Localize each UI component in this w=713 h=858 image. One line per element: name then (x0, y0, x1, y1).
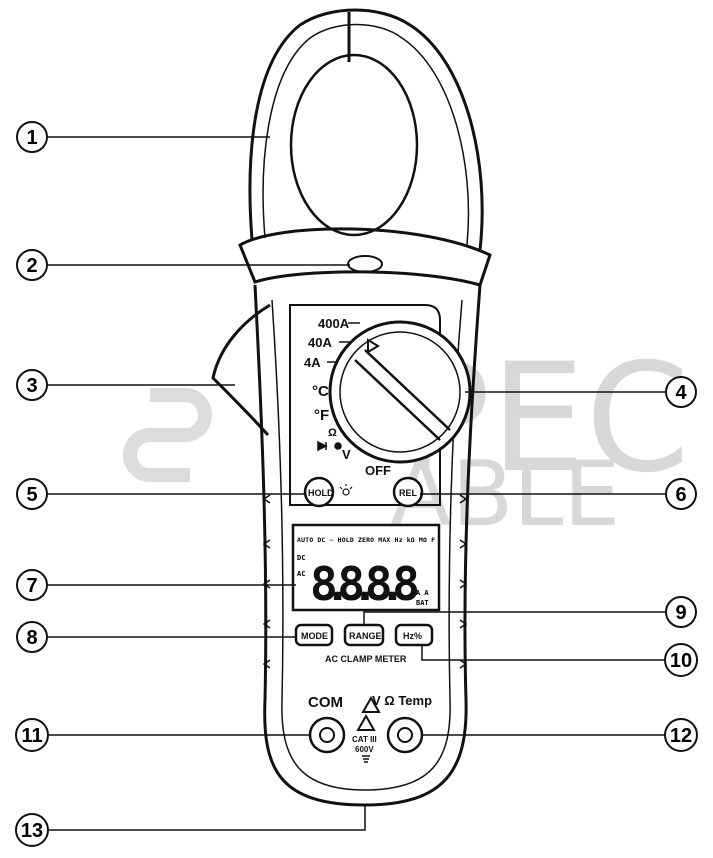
callout-12: 12 (664, 718, 698, 752)
range-400a: 400A (318, 316, 350, 331)
range-celsius: °C (312, 383, 329, 400)
range-4a: 4A (304, 355, 321, 370)
svg-text:5: 5 (26, 484, 37, 506)
com-label: COM (308, 694, 343, 711)
svg-text:11: 11 (21, 725, 42, 747)
callout-3: 3 (16, 369, 48, 401)
hz-label: Hz% (403, 631, 422, 641)
svg-text:1: 1 (26, 127, 37, 149)
svg-text:6: 6 (675, 484, 686, 506)
dc-symbol-icon (327, 322, 360, 363)
mode-button[interactable]: MODE (294, 623, 334, 647)
lcd-annunciators: AUTO DC ~ HOLD ZERO MAX Hz kΩ MΩ F (297, 536, 435, 544)
callout-1: 1 (16, 121, 48, 153)
input-label: V Ω Temp (372, 693, 432, 708)
cat-rating: CAT III (352, 735, 377, 744)
dial-labels: 400A 40A 4A °C °F Ω V OFF (304, 316, 391, 478)
lcd-bat: BAT (416, 599, 429, 607)
callout-13: 13 (15, 813, 49, 847)
rel-button[interactable]: REL (392, 476, 424, 508)
callout-6: 6 (665, 478, 697, 510)
svg-text:13: 13 (21, 820, 43, 842)
callout-7: 7 (16, 569, 48, 601)
callout-markers: 1 2 3 4 5 6 7 8 (15, 121, 698, 847)
svg-text:4: 4 (675, 382, 687, 404)
svg-text:9: 9 (675, 602, 686, 624)
range-fahrenheit: °F (314, 407, 329, 424)
warning-icon (356, 695, 381, 731)
callout-9: 9 (665, 596, 697, 628)
range-label: RANGE (349, 631, 382, 641)
backlight-icon (339, 484, 353, 496)
meter-label: AC CLAMP METER (325, 654, 407, 664)
side-grips (262, 494, 468, 669)
lcd-dc: DC (297, 554, 305, 562)
svg-text:2: 2 (26, 255, 37, 277)
ground-icon (362, 755, 370, 763)
callout-4: 4 (665, 376, 697, 408)
dial-pointer-icon (367, 338, 380, 354)
range-ohm: Ω (328, 427, 337, 439)
callout-5: 5 (16, 478, 48, 510)
callout-10: 10 (664, 643, 698, 677)
svg-text:12: 12 (670, 725, 692, 747)
range-40a: 40A (308, 335, 332, 350)
callout-8: 8 (16, 621, 48, 653)
range-volt: V (342, 447, 351, 462)
v-ohm-temp-jack[interactable] (386, 716, 424, 754)
com-jack[interactable] (308, 716, 346, 754)
callout-2: 2 (16, 249, 48, 281)
svg-text:3: 3 (26, 375, 37, 397)
lcd-digits: 8.8.8.8 (310, 557, 420, 611)
rel-label: REL (399, 488, 418, 498)
lcd-right-a: A A (416, 589, 429, 597)
callout-11: 11 (15, 718, 49, 752)
leader-lines (46, 136, 667, 831)
hz-button[interactable]: Hz% (394, 623, 434, 647)
voltage-rating: 600V (355, 745, 374, 754)
diode-continuity-icon (317, 440, 342, 452)
hold-button[interactable]: HOLD (303, 476, 335, 508)
lcd-display: AUTO DC ~ HOLD ZERO MAX Hz kΩ MΩ F DC AC… (291, 523, 441, 612)
svg-text:10: 10 (670, 650, 692, 672)
range-off: OFF (365, 463, 391, 478)
range-button[interactable]: RANGE (343, 623, 385, 647)
rotary-dial[interactable] (328, 320, 472, 464)
svg-text:8: 8 (26, 627, 37, 649)
clamp-trigger[interactable] (211, 303, 271, 437)
mode-label: MODE (301, 631, 328, 641)
clamp-jaw (248, 8, 484, 251)
hold-label: HOLD (308, 488, 334, 498)
svg-text:7: 7 (26, 575, 37, 597)
lcd-ac: AC (297, 570, 305, 578)
